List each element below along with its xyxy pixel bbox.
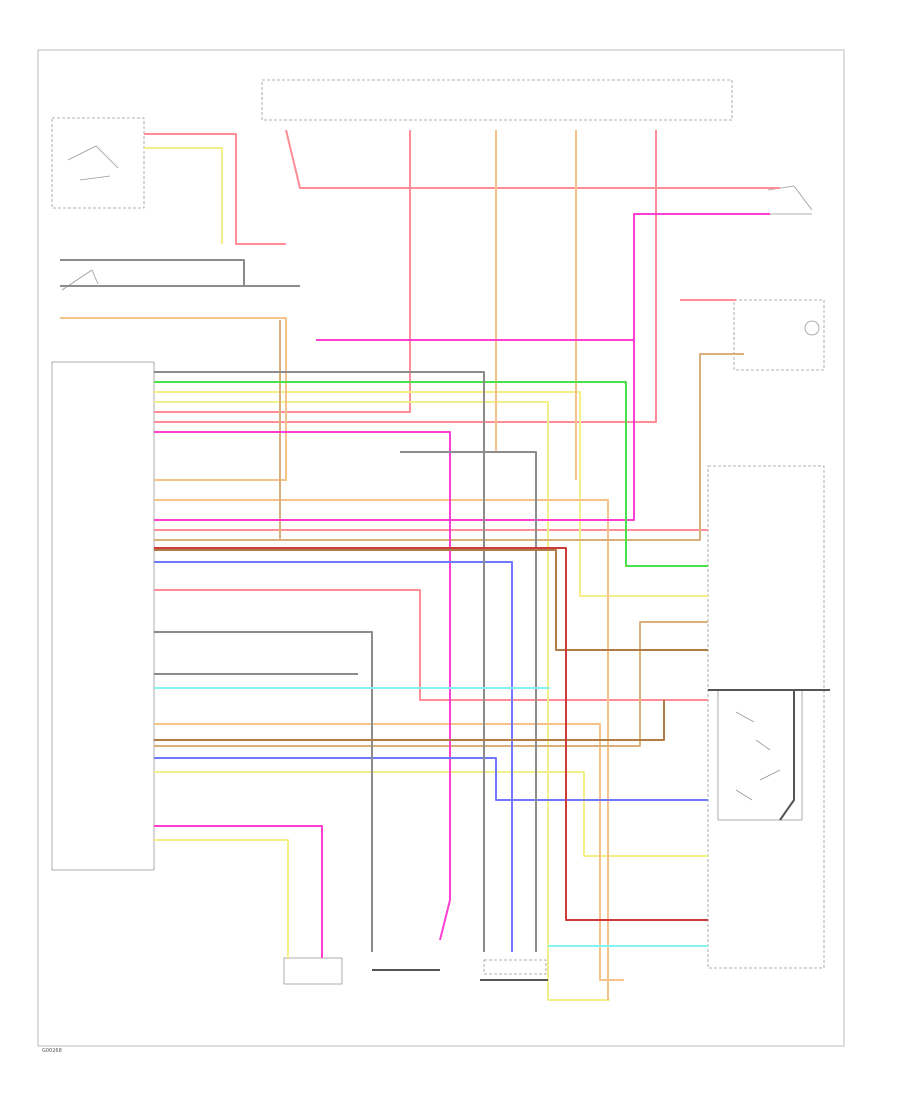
diagram-frame xyxy=(37,49,845,1047)
wire-dark-trans-bus xyxy=(708,689,830,821)
wire-brown-lower xyxy=(154,700,665,741)
wire-gray-b xyxy=(154,631,373,952)
wire-magenta-brake xyxy=(154,431,451,941)
wire-orange-lower xyxy=(154,723,624,981)
sensor-connector-box xyxy=(283,957,343,985)
wire-gray-ign xyxy=(60,259,300,287)
wire-yellow-pcm-a xyxy=(154,391,708,597)
brake-switch-symbol xyxy=(767,185,813,215)
wire-yellow-pcm-b xyxy=(154,839,289,958)
wire-yellow-long xyxy=(154,401,610,1001)
instrument-cluster-box xyxy=(733,299,825,371)
throttle-position-switch-box xyxy=(51,117,145,209)
wire-blue-pcm xyxy=(154,561,513,952)
pressure-switch-box xyxy=(717,689,803,821)
wire-orange-ign xyxy=(60,317,287,481)
wire-red-trans xyxy=(154,547,708,921)
wire-brown-trans xyxy=(154,549,708,651)
wire-green-pcm xyxy=(154,381,708,567)
wire-gray-a xyxy=(154,371,485,952)
pressure-switch-contacts xyxy=(735,711,781,801)
wire-gray-right xyxy=(400,451,537,952)
ground-connector-box xyxy=(483,959,547,975)
wire-yellow-tps xyxy=(144,147,223,244)
wire-orange-trans xyxy=(154,499,609,1000)
wire-pink-brake xyxy=(154,130,657,423)
wire-tan-trans xyxy=(154,621,708,747)
wire-pink-fuse-drop xyxy=(154,130,411,413)
tps-symbol xyxy=(67,145,119,181)
wire-blue-trans xyxy=(154,757,708,801)
fuse-block-box xyxy=(261,79,733,121)
wire-pink-trans-b xyxy=(154,589,708,701)
wire-magenta-long xyxy=(154,213,770,521)
indicator-lamp xyxy=(804,320,820,336)
wire-tan-cluster xyxy=(154,353,744,541)
footer-code: G00268 xyxy=(42,1048,62,1054)
powertrain-control-module-box xyxy=(51,361,155,871)
wire-dark-ground xyxy=(372,969,548,981)
transmission-box xyxy=(707,465,825,969)
wire-pink-tps xyxy=(144,133,286,245)
wire-magenta-sensor xyxy=(154,825,323,958)
wire-pink-fuse-bus xyxy=(285,129,780,189)
wire-yellow-trans xyxy=(154,771,708,857)
